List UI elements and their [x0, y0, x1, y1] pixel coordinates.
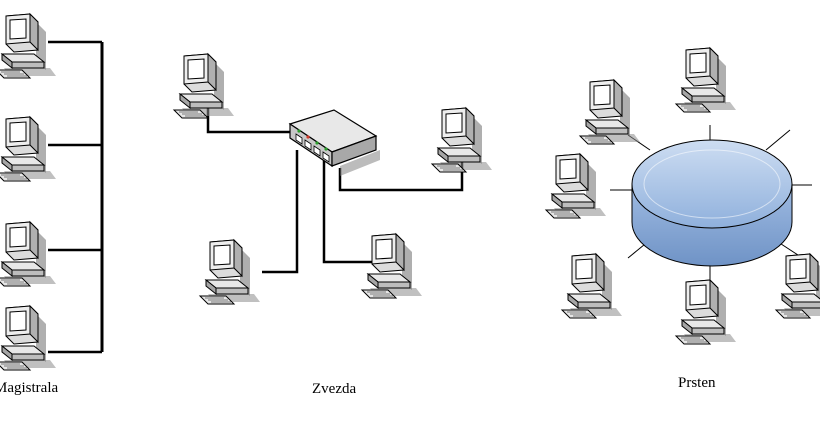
bus-topology [0, 13, 104, 371]
computer-icon [173, 53, 235, 119]
star-topology [173, 53, 493, 305]
star-link-bottom-left [262, 150, 299, 274]
computer-icon [545, 153, 607, 219]
computer-icon [0, 305, 57, 371]
ring-topology [545, 47, 820, 345]
star-link-bottom-right [322, 160, 384, 264]
computer-icon [199, 239, 261, 305]
computer-icon [0, 221, 57, 287]
bus-topology-label: Magistrala [0, 380, 59, 396]
computer-icon [675, 47, 737, 113]
computer-icon [0, 13, 57, 79]
computer-icon [431, 107, 493, 173]
computer-icon [0, 116, 57, 182]
star-topology-label: Zvezda [312, 381, 357, 397]
computer-icon [561, 253, 623, 319]
computer-icon [775, 253, 820, 319]
computer-icon [361, 233, 423, 299]
hub-icon [288, 109, 380, 176]
computer-icon [675, 279, 737, 345]
ring-topology-label: Prsten [678, 375, 716, 391]
computer-icon [579, 79, 641, 145]
ring-icon [631, 139, 793, 267]
